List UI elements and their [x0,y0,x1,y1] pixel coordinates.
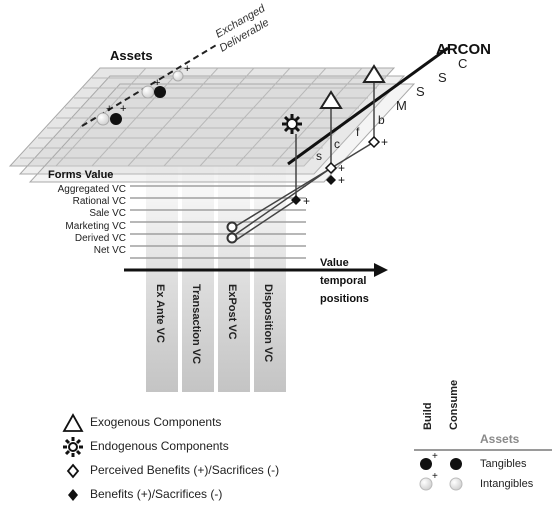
legend-label: Perceived Benefits (+)/Sacrifices (-) [90,463,280,477]
asset-key: Build Consume Assets + + Tangibles Intan… [412,360,552,500]
asset-key-title: Assets [480,432,520,446]
axis-letter-s2: S [438,70,447,85]
phase-label-ex-ante: Ex Ante VC [154,284,166,343]
legend-label: Exogenous Components [90,415,222,429]
exogenous-component-triangle [362,64,386,83]
tangible-consume-dot [450,458,462,470]
intangible-consume-dot [449,477,463,491]
tangible-build-dot [420,458,432,470]
plus-mark: + [303,194,310,208]
grid-lines [20,67,386,167]
legend-row-exogenous: Exogenous Components [62,412,362,436]
perceived-benefit-diamond [324,161,338,175]
intangible-asset-ball [96,112,110,126]
forms-value-label: Aggregated VC [58,184,126,195]
plus-mark: + [338,161,345,175]
axis-letter-m: M [396,98,407,113]
tangibles-label: Tangibles [480,458,527,470]
plus-mark: + [432,452,438,462]
plus-mark: + [432,471,438,482]
legend-row-benefits: Benefits (+)/Sacrifices (-) [62,484,362,508]
forms-value-label: Rational VC [73,196,126,207]
intangible-asset-ball [141,85,155,99]
phase-column-ex-ante [146,160,178,392]
exogenous-component-triangle [319,90,343,109]
arcon-title: ARCON [436,41,491,58]
perceived-benefit-diamond [367,135,381,149]
intangible-asset-ball [172,70,184,82]
value-temporal-label: Value [320,257,349,269]
legend-row-perceived: Perceived Benefits (+)/Sacrifices (-) [62,460,362,484]
plus-mark: + [154,77,160,89]
assets-label: Assets [110,48,153,63]
forms-value-label: Net VC [94,245,126,256]
asset-key-divider [414,449,552,451]
plus-mark: + [106,103,112,115]
tangible-asset-ball [154,86,166,98]
benefit-diamonds: + + + + [291,135,388,208]
value-temporal-label: temporal [320,275,366,287]
forms-value-label: Derived VC [75,233,126,244]
arcon-axis [287,46,449,166]
asset-balls: + + + + [96,63,190,126]
benefit-diamond [326,175,336,185]
plus-mark: + [381,135,388,149]
forms-value-labels: Aggregated VC Rational VC Sale VC Market… [58,184,126,256]
triangle-icon [62,413,84,432]
exchanged-deliverable-line [81,43,219,127]
letter-f: f [356,125,360,139]
axis-letter-s1: S [416,84,425,99]
solid-diamond-icon [68,489,78,501]
endogenous-component-star [282,114,302,134]
forms-value-lines [130,185,306,259]
benefit-diamond [291,195,301,205]
phase-label-expost: ExPost VC [226,284,238,340]
symbol-legend: Exogenous Components Endogenous Componen… [62,412,362,508]
consume-header: Consume [448,379,460,430]
letter-c: c [334,137,340,151]
intangibles-label: Intangibles [480,478,534,490]
plus-mark: + [120,103,126,115]
legend-row-endogenous: Endogenous Components [62,436,362,460]
value-temporal-label: positions [320,293,369,305]
asset-grid-planes [8,67,416,183]
tangible-asset-ball [110,113,122,125]
phase-label-transaction: Transaction VC [190,284,202,364]
phase-label-disposition: Disposition VC [262,284,274,362]
expost-value-marker [226,221,238,244]
phase-column-expost [218,160,250,392]
hollow-diamond-icon [66,463,80,479]
star-icon [63,437,83,457]
letter-s: s [316,149,322,163]
component-connectors [235,82,375,241]
letter-b: b [378,113,385,127]
legend-label: Endogenous Components [90,439,229,453]
asset-key-symbols: + + [419,452,463,491]
forms-value-label: Sale VC [89,208,126,219]
plus-mark: + [338,173,345,187]
build-header: Build [422,402,434,431]
legend-label: Benefits (+)/Sacrifices (-) [90,487,223,501]
value-temporal-arrow [124,263,388,277]
forms-value-title: Forms Value [48,169,113,181]
forms-value-label: Marketing VC [65,221,126,232]
plus-mark: + [184,63,190,75]
intangible-build-dot [419,477,433,491]
axis-letter-c: C [458,56,467,71]
